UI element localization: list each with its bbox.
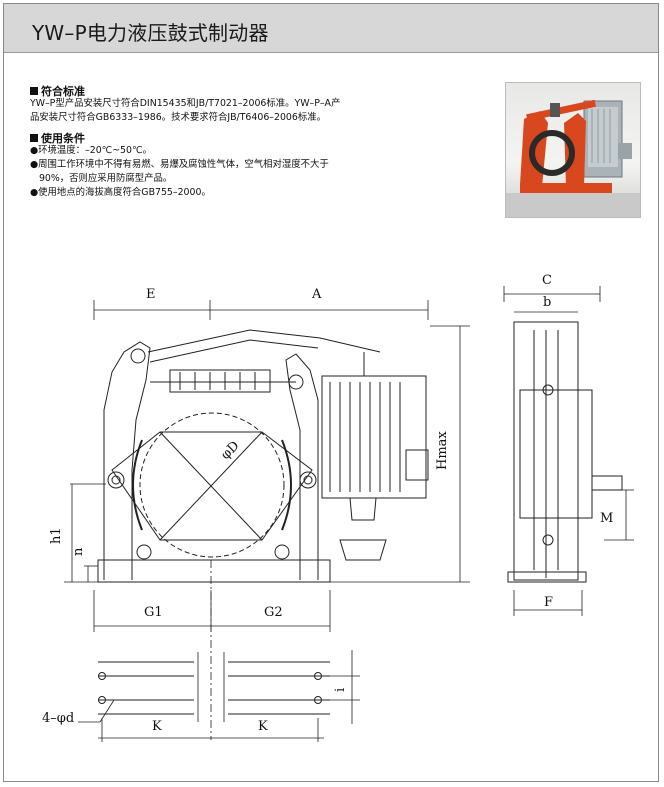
condition-item-2: ●周围工作环境中不得有易燃、易爆及腐蚀性气体，空气相对湿度不大于 [30, 159, 329, 170]
dim-label-G1: G1 [144, 605, 163, 620]
dim-label-i: i [333, 688, 348, 692]
dim-label-M: M [600, 511, 613, 526]
condition-item-1: ●环境温度：–20℃~50℃。 [30, 145, 152, 156]
dim-label-Hmax: Hmax [435, 431, 450, 470]
brake-photo-illustration [506, 99, 640, 217]
standards-heading: 符合标准 [30, 83, 85, 99]
dim-label-h1: h1 [49, 527, 64, 544]
standards-line-1: YW–P型产品安装尺寸符合DIN15435和JB/T7021–2006标准。YW… [30, 98, 341, 109]
conditions-heading-text: 使用条件 [41, 132, 85, 145]
dim-label-b: b [543, 295, 551, 310]
page-title: YW–P电力液压鼓式制动器 [32, 21, 269, 45]
condition-item-3: 90%，否则应采用防腐型产品。 [30, 173, 173, 184]
dim-label-A: A [311, 287, 322, 302]
right-arm [285, 353, 319, 580]
side-view-body [513, 321, 579, 581]
standards-heading-text: 符合标准 [41, 85, 85, 98]
dim-label-K-left: K [152, 719, 162, 734]
product-photo [505, 82, 641, 218]
base-plate [97, 559, 331, 583]
dim-label-C: C [542, 273, 552, 288]
square-bullet-icon [30, 87, 38, 95]
dim-label-K-right: K [258, 719, 268, 734]
dim-label-E: E [146, 287, 156, 302]
dim-label-phiD: φD [218, 438, 242, 462]
dim-label-F: F [544, 595, 553, 610]
square-bullet-icon [30, 134, 38, 142]
dim-label-G2: G2 [264, 605, 283, 620]
condition-item-4: ●使用地点的海拔高度符合GB755–2000。 [30, 187, 211, 198]
title-bar: YW–P电力液压鼓式制动器 [4, 4, 658, 53]
page-frame [3, 3, 659, 782]
dim-label-hole: 4–φd [42, 711, 74, 726]
left-arm [103, 341, 151, 580]
dim-label-n: n [71, 547, 86, 556]
drum-circle [139, 412, 285, 558]
shoe-outline [111, 431, 313, 541]
standards-line-2: 品安装尺寸符合GB6333–1986。技术要求符合JB/T6406–2006标准… [30, 112, 326, 123]
conditions-heading: 使用条件 [30, 130, 85, 146]
thruster-body [321, 375, 427, 499]
